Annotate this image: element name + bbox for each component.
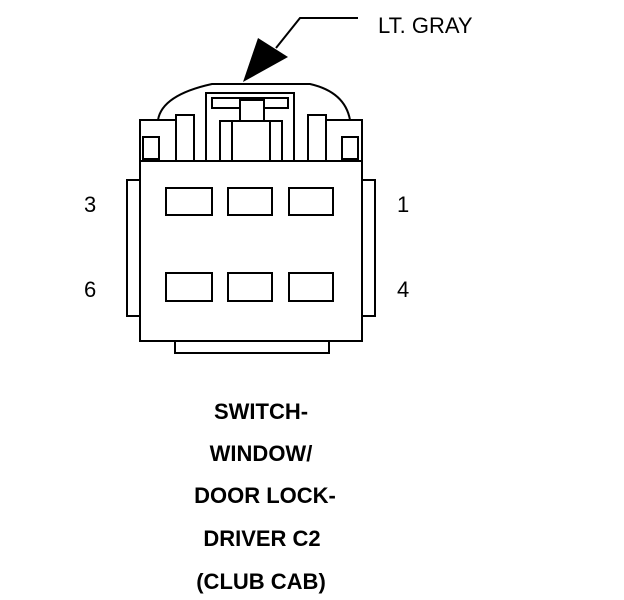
bottom-key (174, 340, 330, 354)
callout-leader-line (275, 17, 358, 49)
cavity-3 (165, 187, 213, 216)
callout-arrowhead (243, 38, 288, 82)
pin-label-bottom-left: 6 (84, 277, 96, 302)
pin-label-top-left: 3 (84, 192, 96, 217)
connector-caption: SWITCH- WINDOW/ DOOR LOCK- DRIVER C2 (CL… (194, 399, 336, 594)
left-shoulder-tab (142, 136, 160, 160)
caption-line: (CLUB CAB) (196, 569, 326, 594)
caption-line: WINDOW/ (210, 441, 313, 466)
callout-color-label: LT. GRAY (378, 13, 473, 38)
cavity-4 (288, 272, 334, 302)
color-callout: LT. GRAY (243, 13, 473, 82)
cavity-2 (227, 187, 273, 216)
latch-window (219, 120, 283, 162)
cavity-5 (227, 272, 273, 302)
latch-tab-mid (239, 99, 265, 123)
right-shoulder-tab (341, 136, 359, 160)
pin-label-bottom-right: 4 (397, 277, 409, 302)
connector-body (126, 83, 376, 354)
left-shoulder-post (175, 114, 195, 163)
pin-label-top-right: 1 (397, 192, 409, 217)
caption-line: SWITCH- (214, 399, 308, 424)
pin-labels: 3 1 6 4 (84, 192, 409, 302)
latch-hood (157, 83, 351, 121)
cavity-6 (165, 272, 213, 302)
cavity-1 (288, 187, 334, 216)
cavity-row-top (165, 187, 334, 216)
caption-line: DRIVER C2 (203, 526, 320, 551)
left-side-rail (126, 179, 142, 317)
right-side-rail (360, 179, 376, 317)
right-shoulder-post (307, 114, 327, 163)
cavity-row-bottom (165, 272, 334, 302)
caption-line: DOOR LOCK- (194, 483, 336, 508)
